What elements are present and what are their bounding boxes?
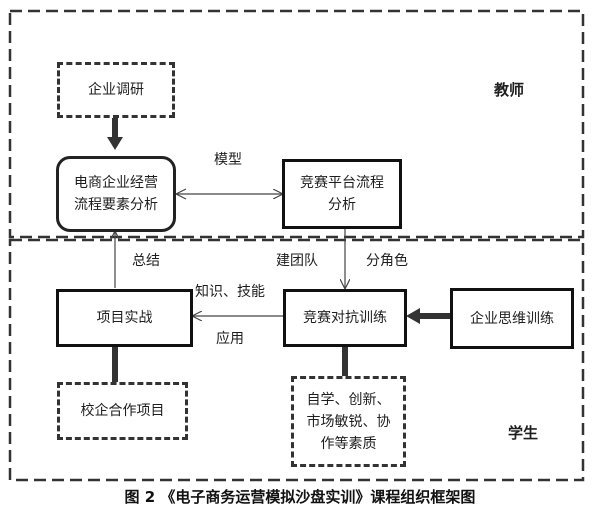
team-edge-label: 建团队	[276, 253, 318, 269]
figure-caption: 图 2 《电子商务运营模拟沙盘实训》课程组织框架图	[124, 488, 476, 506]
enterprise-research-label: 企业调研	[88, 82, 144, 98]
summary-edge-label: 总结	[132, 253, 160, 269]
qualities-line-1: 自学、创新、	[306, 391, 391, 408]
thinking-training-box: 企业思维训练	[450, 288, 574, 349]
roles-edge-label: 分角色	[366, 253, 408, 269]
platform-analysis-line-1: 竞赛平台流程	[300, 175, 384, 191]
qualities-line-2: 市场敏锐、协	[306, 413, 391, 430]
platform-analysis-box: 竞赛平台流程 分析	[282, 159, 402, 229]
element-analysis-box: 电商企业经营 流程要素分析	[56, 156, 176, 232]
research-to-analysis-arrowhead	[107, 137, 123, 150]
competition-training-label: 竞赛对抗训练	[303, 310, 387, 326]
element-analysis-line-2: 流程要素分析	[74, 197, 158, 213]
school-project-label: 校企合作项目	[80, 403, 165, 419]
element-analysis-line-1: 电商企业经营	[74, 175, 158, 191]
qualities-box: 自学、创新、 市场敏锐、协 作等素质	[291, 376, 406, 467]
apply-edge-label: 应用	[216, 331, 244, 347]
project-practice-label: 项目实战	[96, 310, 153, 326]
platform-analysis-line-2: 分析	[328, 197, 356, 213]
competition-training-box: 竞赛对抗训练	[283, 289, 407, 347]
teacher-zone-label: 教师	[494, 81, 525, 99]
model-edge-label: 模型	[214, 152, 242, 168]
teacher-zone-border	[8, 9, 585, 239]
project-practice-box: 项目实战	[56, 289, 193, 347]
thinking-to-training-arrowhead	[406, 308, 420, 324]
qualities-line-3: 作等素质	[320, 435, 377, 452]
enterprise-research-box: 企业调研	[57, 62, 175, 118]
student-zone-border	[8, 238, 585, 482]
thinking-training-label: 企业思维训练	[470, 310, 554, 327]
knowledge-edge-label: 知识、技能	[195, 284, 265, 300]
school-project-box: 校企合作项目	[57, 382, 188, 440]
student-zone-label: 学生	[508, 424, 539, 442]
